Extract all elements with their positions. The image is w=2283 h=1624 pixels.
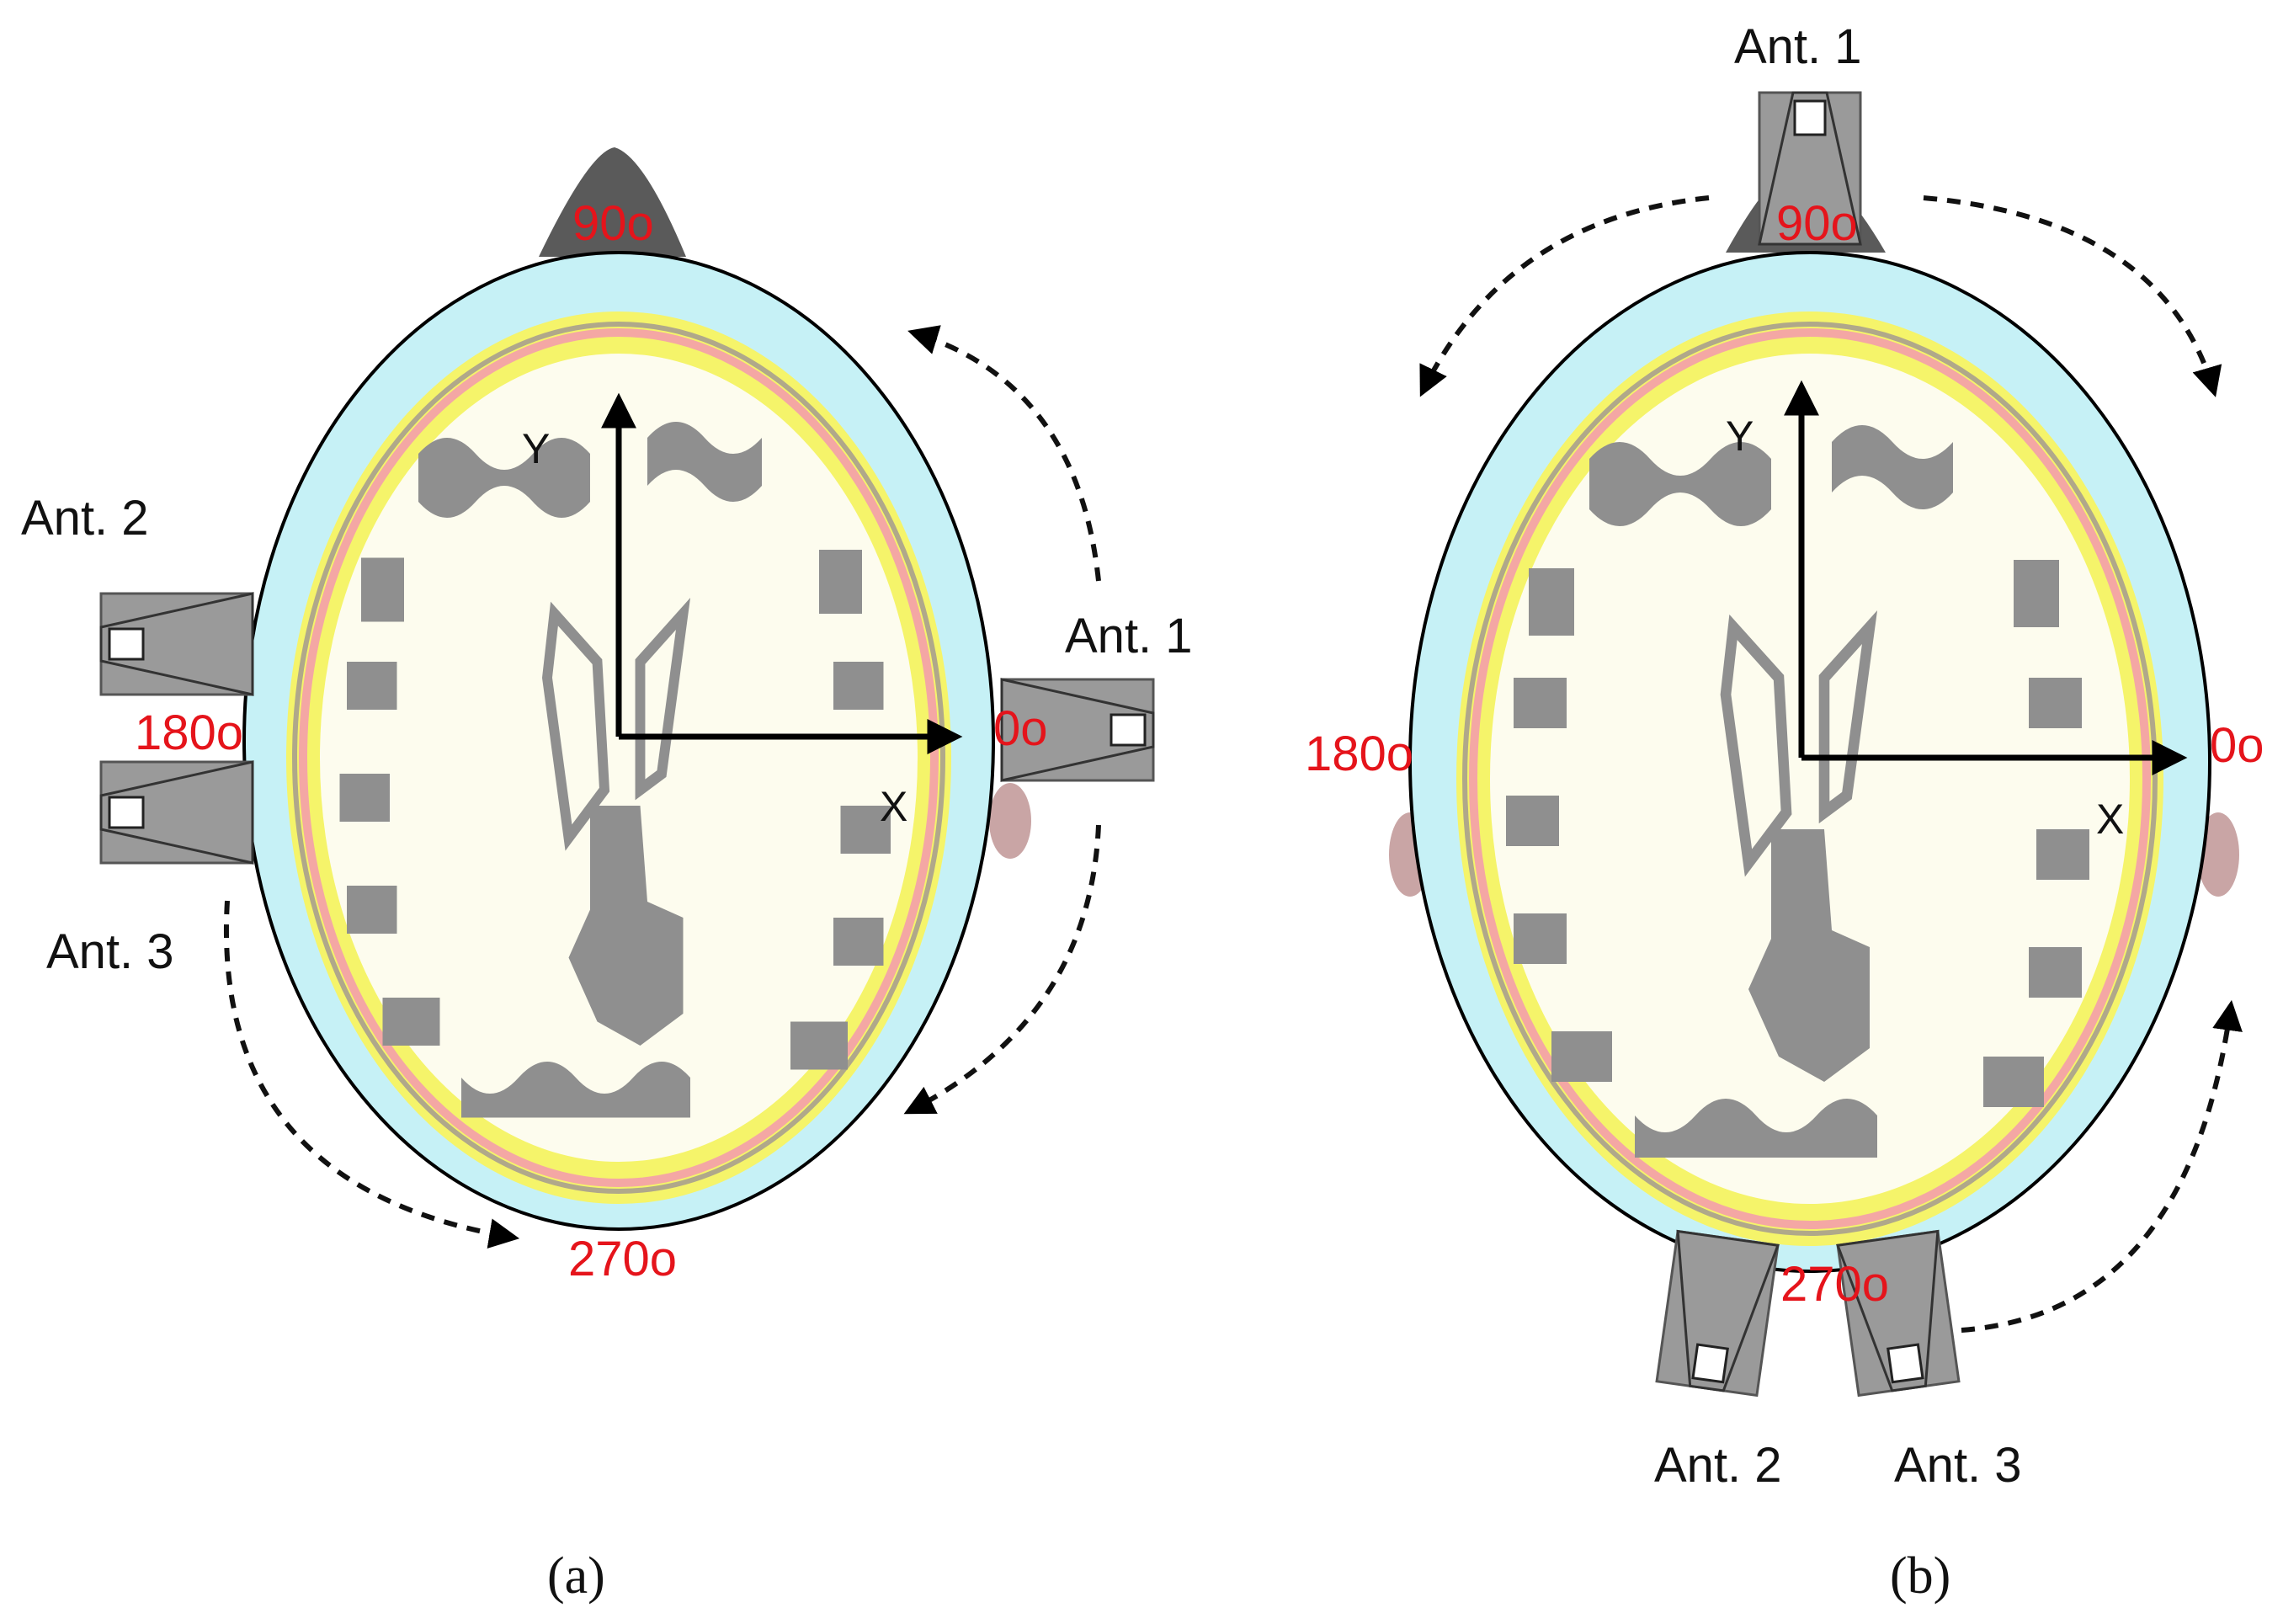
antenna-2-label-b: Ant. 2 [1654, 1438, 1782, 1493]
antenna-3-b [1836, 1230, 1961, 1397]
antenna-2-b [1655, 1230, 1780, 1397]
rotation-arrow-upper-left-b [1419, 195, 1710, 397]
angle-270-label-a: 270o [568, 1232, 677, 1286]
antenna-2-a [99, 592, 254, 696]
angle-0-label-b: 0o [2210, 718, 2264, 773]
angle-90-label-a: 90o [572, 196, 654, 251]
antenna-2-label-a: Ant. 2 [21, 491, 149, 546]
panel-a: Y X Ant. 1 Ant. 2 Ant. 3 90o 0o 180o 270… [21, 147, 1193, 1605]
antenna-3-label-a: Ant. 3 [46, 924, 174, 979]
angle-270-label-b: 270o [1780, 1257, 1889, 1312]
brain-white-matter-a [320, 354, 918, 1162]
antenna-1-label-a: Ant. 1 [1065, 609, 1193, 663]
angle-180-label-b: 180o [1305, 727, 1413, 781]
rotation-arrow-bottom-a [224, 900, 520, 1249]
ear-a [989, 783, 1031, 859]
x-axis-label-a: X [880, 783, 907, 830]
head-gray-ring-b [1462, 322, 2158, 1236]
antenna-3-label-b: Ant. 3 [1894, 1438, 2022, 1493]
rotation-arrow-lower-a [903, 824, 1101, 1115]
rotation-arrow-lower-right-b [1961, 999, 2243, 1333]
antenna-3-a [99, 760, 254, 865]
y-axis-label-b: Y [1726, 413, 1753, 460]
caption-a: (a) [547, 1547, 605, 1605]
head-csf-a [299, 328, 939, 1187]
angle-180-label-a: 180o [135, 706, 243, 760]
panel-b: Y X Ant. 1 Ant. 2 Ant. 3 90o 0o 180o 270… [1305, 19, 2264, 1605]
ear-right-b [2197, 812, 2239, 897]
angle-0-label-a: 0o [993, 701, 1048, 756]
y-axis-label-a: Y [522, 425, 550, 472]
head-gray-ring-a [292, 322, 945, 1194]
antenna-1-label-b: Ant. 1 [1734, 19, 1862, 74]
x-axis-label-b: X [2096, 796, 2124, 843]
head-csf-b [1469, 328, 2151, 1229]
nose-a [539, 147, 686, 257]
caption-b: (b) [1890, 1547, 1950, 1605]
angle-90-label-b: 90o [1776, 196, 1858, 251]
rotation-arrow-upper-a [907, 325, 1101, 582]
brain-white-matter-b [1490, 354, 2130, 1204]
